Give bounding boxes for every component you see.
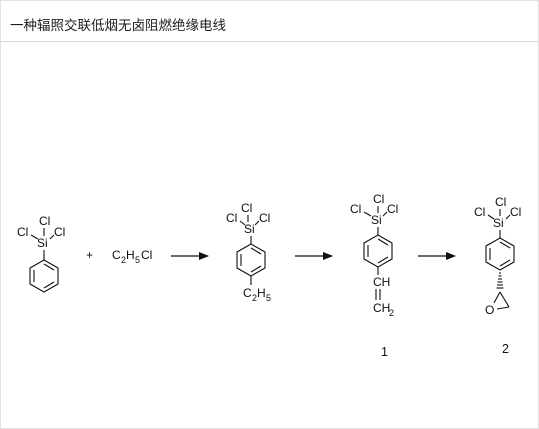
- bond: [487, 214, 495, 220]
- compound-number: 1: [381, 345, 388, 359]
- atom-c: C: [243, 286, 252, 300]
- bond: [239, 220, 246, 226]
- ethyl-chloride: C 2 H 5 Cl: [112, 248, 152, 265]
- double-bond: [499, 241, 511, 249]
- hashed-wedge-bond: [496, 272, 504, 289]
- double-bond: [499, 259, 511, 267]
- bond: [505, 214, 511, 220]
- atom-h: H: [257, 286, 266, 300]
- double-bond: [377, 256, 389, 264]
- title-bar: 一种辐照交联低烟无卤阻燃绝缘电线: [1, 1, 538, 42]
- page-title: 一种辐照交联低烟无卤阻燃绝缘电线: [10, 18, 226, 34]
- atom-cl: Cl: [17, 225, 28, 239]
- atom-ch2: CH: [373, 301, 390, 315]
- benzene-ring: [29, 259, 59, 293]
- atom-ch: CH: [373, 275, 390, 289]
- atom-cl: Cl: [39, 214, 50, 228]
- atom-cl: Cl: [510, 205, 521, 219]
- epoxide-bond: [493, 291, 501, 304]
- vinylphenyltrichlorosilane: Cl Cl Cl Si CH CH 2: [350, 192, 398, 318]
- atom-cl: Cl: [350, 202, 361, 216]
- bond: [30, 234, 39, 240]
- atom-cl: Cl: [241, 201, 252, 215]
- bond: [49, 234, 55, 240]
- atom-cl: Cl: [474, 205, 485, 219]
- subscript: 2: [121, 255, 126, 265]
- double-bond: [43, 263, 55, 271]
- double-bond: [250, 247, 262, 255]
- atom-cl: Cl: [141, 248, 152, 262]
- compound-number: 2: [502, 342, 509, 356]
- atom-cl: Cl: [387, 202, 398, 216]
- epoxide-bond: [499, 291, 510, 308]
- atom-cl: Cl: [373, 192, 384, 206]
- atom-cl: Cl: [495, 195, 506, 209]
- plus-sign: +: [86, 248, 93, 262]
- atom-si: Si: [244, 222, 255, 236]
- atom-cl: Cl: [259, 211, 270, 225]
- benzene-ring: [485, 237, 515, 271]
- epoxide-bond: [496, 306, 510, 310]
- subscript: 5: [135, 255, 140, 265]
- atom-cl: Cl: [226, 211, 237, 225]
- atom-o: O: [485, 303, 494, 317]
- atom-si: Si: [493, 216, 504, 230]
- subscript: 2: [252, 293, 257, 303]
- atom-si: Si: [37, 236, 48, 250]
- double-bond: [43, 281, 55, 289]
- epoxyphenyltrichlorosilane: Cl Cl Cl Si O: [474, 195, 521, 317]
- atom-cl: Cl: [54, 225, 65, 239]
- atom-si: Si: [371, 213, 382, 227]
- atom-c: C: [112, 248, 121, 262]
- bond: [382, 211, 388, 217]
- atom-h: H: [126, 248, 135, 262]
- ethylphenyltrichlorosilane: Cl Cl Cl Si C 2 H 5: [226, 201, 271, 303]
- subscript: 2: [389, 308, 394, 318]
- subscript: 5: [266, 293, 271, 303]
- bond: [363, 211, 372, 217]
- double-bond: [250, 265, 262, 273]
- bond: [254, 220, 260, 226]
- double-bond: [377, 238, 389, 246]
- phenyltrichlorosilane: Cl Cl Cl Si: [17, 214, 65, 293]
